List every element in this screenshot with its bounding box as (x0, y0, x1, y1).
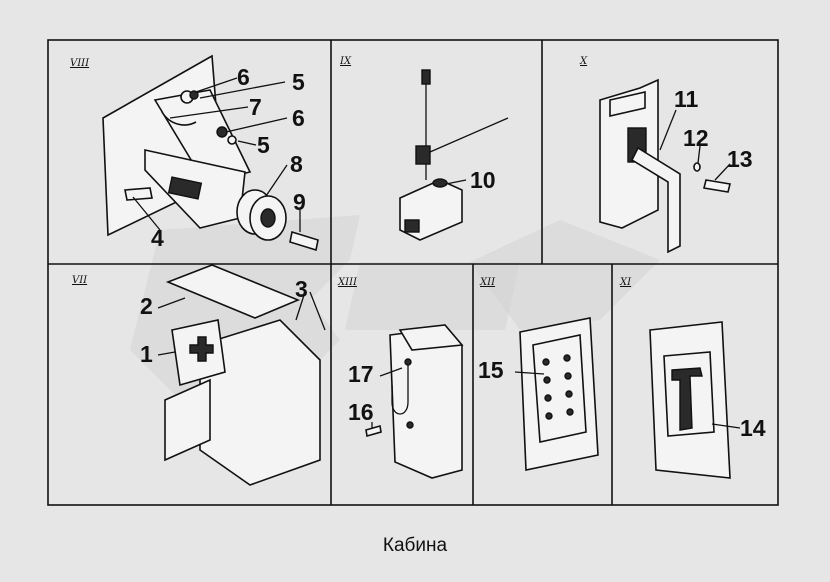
callout-17: 17 (348, 361, 374, 387)
panel-xii-numeral: XII (479, 277, 496, 288)
panel-xi-sign-plate (649, 321, 741, 479)
washer-lower (227, 135, 237, 145)
red-cross-icon (189, 336, 214, 362)
hook-17 (391, 360, 409, 415)
panel-grid (47, 39, 779, 506)
callout-5-lower: 5 (257, 132, 270, 158)
bracket-slot (167, 176, 203, 200)
callout-7: 7 (249, 94, 262, 120)
callout-2: 2 (140, 293, 153, 319)
panel-viii-bracket-assembly (102, 54, 319, 252)
washer-12 (693, 162, 701, 172)
nut-upper (189, 90, 199, 100)
callout-16: 16 (348, 399, 374, 425)
screw-13 (703, 179, 731, 193)
callout-13: 13 (727, 146, 753, 172)
panel-xiii-hook-assembly (365, 324, 464, 479)
clamp-strap (161, 111, 197, 126)
panel-xi-numeral: XI (619, 277, 632, 288)
callout-5-upper: 5 (292, 69, 305, 95)
antenna-tip (421, 69, 431, 85)
cabinet-side (164, 378, 211, 462)
callout-6-upper: 6 (237, 64, 250, 90)
shelf-2 (165, 264, 301, 319)
panel-viii-numeral: VIII (70, 58, 90, 69)
sign-label-14 (671, 367, 703, 431)
diagram-caption: Кабина (382, 535, 448, 556)
panel-x-handle-assembly (599, 78, 731, 254)
panel-indicators (542, 354, 574, 420)
callout-8: 8 (290, 151, 303, 177)
panel-ix-antenna-assembly (399, 69, 509, 241)
bolt-4 (124, 187, 153, 201)
callout-15: 15 (478, 357, 504, 383)
handle-bar-11 (630, 146, 681, 254)
antenna-sleeve (415, 145, 431, 165)
panel-x-numeral: X (579, 56, 588, 67)
nut-lower (216, 126, 228, 138)
panel-xii-control-panel (514, 317, 599, 471)
callout-14: 14 (740, 415, 766, 441)
panel-vii-first-aid-assembly (157, 264, 326, 486)
panel-xiii-numeral: XIII (337, 277, 358, 288)
callout-10: 10 (470, 167, 496, 193)
callout-11: 11 (674, 86, 699, 112)
panel-vii-numeral: VII (72, 275, 88, 286)
callout-12: 12 (683, 125, 709, 151)
screw-16 (365, 424, 382, 438)
cabinet-box (199, 319, 321, 486)
hook-plate (389, 327, 463, 479)
callout-3: 3 (295, 276, 308, 302)
panel-ix-numeral: IX (339, 56, 352, 67)
roller-8 (236, 189, 287, 241)
bolt-9 (289, 230, 319, 252)
callout-6-lower: 6 (292, 105, 305, 131)
callout-9: 9 (293, 189, 306, 215)
callout-4: 4 (151, 225, 164, 251)
callout-1: 1 (140, 341, 153, 367)
